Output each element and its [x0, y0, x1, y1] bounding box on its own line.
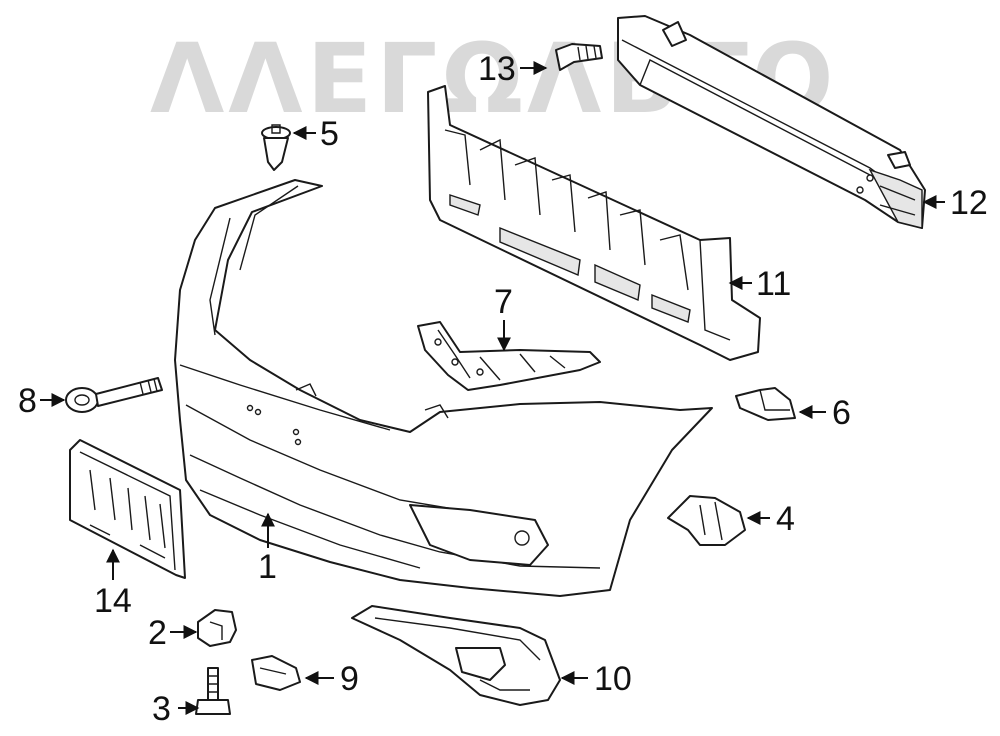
part-11-energy-absorber — [427, 85, 761, 361]
part-3-bolt — [195, 667, 231, 715]
part-12-reinforcement-beam — [617, 15, 926, 229]
label-13: 13 — [478, 50, 516, 88]
part-14-license-bracket — [69, 439, 186, 579]
label-5: 5 — [320, 115, 339, 153]
label-7: 7 — [494, 283, 513, 321]
part-10-garnish — [351, 605, 561, 706]
label-10: 10 — [594, 660, 632, 698]
label-2: 2 — [148, 614, 167, 652]
part-9-clip — [251, 655, 301, 691]
part-8-tow-hook — [65, 377, 163, 413]
part-13-bolt — [555, 43, 603, 71]
part-4-bracket — [667, 495, 746, 546]
part-2-nut-clip — [197, 609, 237, 647]
label-6: 6 — [832, 394, 851, 432]
label-12: 12 — [950, 184, 988, 222]
part-5-clip — [261, 124, 291, 171]
label-4: 4 — [776, 500, 795, 538]
leader-lines — [40, 61, 945, 715]
label-1: 1 — [258, 548, 277, 586]
label-14: 14 — [94, 582, 132, 620]
part-1-bumper-cover — [174, 179, 713, 597]
label-9: 9 — [340, 660, 359, 698]
callout-labels: 13 5 12 11 7 8 6 4 1 14 2 9 10 3 — [18, 50, 988, 728]
label-11: 11 — [756, 265, 791, 303]
part-7-bracket — [417, 321, 601, 391]
label-8: 8 — [18, 382, 37, 420]
part-6-bracket — [735, 387, 796, 421]
label-3: 3 — [152, 690, 171, 728]
